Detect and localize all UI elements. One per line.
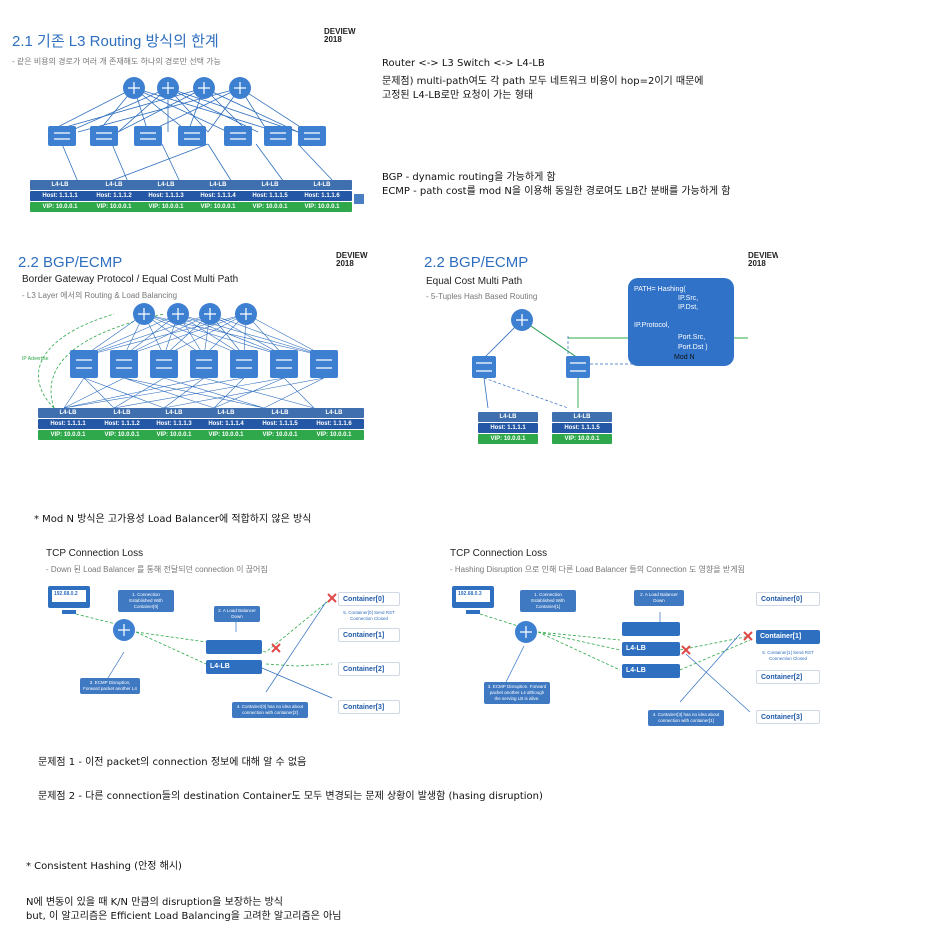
container-3: Container[3] xyxy=(338,700,400,714)
note-line: BGP - dynamic routing을 가능하게 함 xyxy=(382,172,556,183)
note-line: 고정된 L4-LB로만 요청이 가는 형태 xyxy=(382,90,534,101)
container-2: Container[2] xyxy=(338,662,400,676)
slide-note: - Hashing Disruption 으로 인해 다른 Load Balan… xyxy=(450,565,745,574)
mod-n-note: * Mod N 방식은 고가용성 Load Balancer에 적합하지 않은 … xyxy=(34,514,312,525)
lb-down xyxy=(206,640,262,654)
container-1: Container[1] xyxy=(756,630,820,644)
slide-title: TCP Connection Loss xyxy=(450,548,548,559)
lb-alive: L4-LB xyxy=(622,642,680,656)
slide-title: 2.2 BGP/ECMP xyxy=(424,254,529,271)
slide-tcp-loss-2: TCP Connection Loss - Hashing Disruption… xyxy=(440,542,836,736)
ip-advertise-label: IP Advertise xyxy=(22,356,49,362)
hash-formula-panel: PATH= Hashing( IP.Src, IP.Dst, IP.Protoc… xyxy=(628,278,734,366)
ip-address-label: 192.68.0.2 xyxy=(54,591,78,597)
problem-2: 문제점 2 - 다른 connection들의 destination Cont… xyxy=(38,791,543,802)
slide-note: - L3 Layer 에서의 Routing & Load Balancing xyxy=(22,291,178,300)
container-0: Container[0] xyxy=(338,592,400,606)
step-caption-2: 2. A Load Balancer Down xyxy=(634,590,684,606)
slide-note: - 5-Tuples Hash Based Routing xyxy=(426,292,538,301)
slide-subtitle: Border Gateway Protocol / Equal Cost Mul… xyxy=(22,274,239,285)
topology-diagram xyxy=(47,77,364,204)
note-line: 문제점) multi-path여도 각 path 모두 네트워크 비용이 hop… xyxy=(382,76,704,87)
slide-title: TCP Connection Loss xyxy=(46,548,144,559)
step-caption-1: 1. Connection Established With Container… xyxy=(520,590,576,612)
problem-1: 문제점 1 - 이전 packet의 connection 정보에 대해 알 수… xyxy=(38,757,307,768)
ip-address-label: 192.68.0.3 xyxy=(458,591,482,597)
lb-down xyxy=(622,622,680,636)
consistent-hashing-heading: * Consistent Hashing (안정 해시) xyxy=(26,861,182,872)
container-0: Container[0] xyxy=(756,592,820,606)
container-1: Container[1] xyxy=(338,628,400,642)
step-caption-3: 3. ECMP Disruption. Forward packet anoth… xyxy=(484,682,550,704)
slide-title: 2.2 BGP/ECMP xyxy=(18,254,123,271)
note-line: ECMP - path cost를 mod N을 이용해 동일한 경로여도 LB… xyxy=(382,186,731,197)
container-3: Container[3] xyxy=(756,710,820,724)
slide-tcp-loss-1: TCP Connection Loss - Down 된 Load Balanc… xyxy=(36,542,412,734)
slide-subtitle: Equal Cost Multi Path xyxy=(426,276,523,287)
step-caption-5: 5. Container[1] Send RST Connection Clos… xyxy=(754,648,822,664)
step-caption-5: 5. Container[0] Send RST Connection Clos… xyxy=(336,608,402,624)
step-caption-4: 4. Container[0] has no idea about connec… xyxy=(232,702,308,718)
lb-alive: L4-LB xyxy=(206,660,262,674)
step-caption-2: 2. A Load Balancer Down xyxy=(214,606,260,622)
step-caption-1: 1. Connection Established With Container… xyxy=(118,590,174,612)
note-line: Router <-> L3 Switch <-> L4-LB xyxy=(382,58,545,69)
step-caption-4: 4. Container[3] has no idea about connec… xyxy=(648,710,724,726)
consistent-line-2: but, 이 알고리즘은 Efficient Load Balancing을 고… xyxy=(26,911,342,922)
slide-note: - 같은 비용의 경로가 여러 개 존재해도 하나의 경로만 선택 가능 xyxy=(12,57,221,66)
step-caption-3: 3. ECMP Disruption, Forward packet anoth… xyxy=(80,678,140,694)
lb-alive: L4-LB xyxy=(622,664,680,678)
slide-note: - Down 된 Load Balancer 를 통해 전달되던 connect… xyxy=(46,565,268,574)
consistent-line-1: N에 변동이 있을 때 K/N 만큼의 disruption을 보장하는 방식 xyxy=(26,897,284,908)
bgp-topology xyxy=(38,303,338,409)
slide-title: 2.1 기존 L3 Routing 방식의 한계 xyxy=(12,33,219,50)
container-2: Container[2] xyxy=(756,670,820,684)
